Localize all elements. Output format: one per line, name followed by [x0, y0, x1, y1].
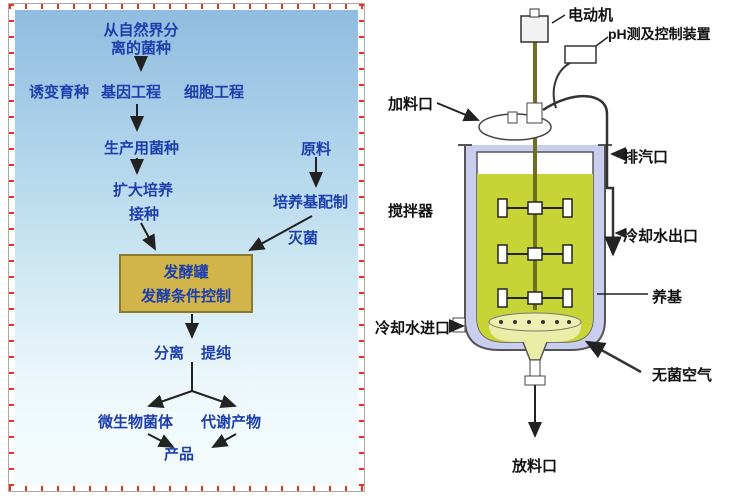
ph-leader-line: [595, 36, 609, 47]
label-motor: 电动机: [568, 7, 614, 24]
fermenter-diagram-panel: 电动机 pH测及控制装置 加料口 排汽口 搅拌器 冷却水出口 养基 冷却水进口 …: [365, 0, 750, 500]
arrow-cells-to-product: [147, 433, 175, 448]
node-product: 产品: [164, 446, 195, 463]
node-medium-preparation: 培养基配制: [273, 194, 349, 211]
shaft-gland: [526, 102, 543, 124]
node-source-line1: 从自然界分: [103, 22, 179, 39]
exhaust-pipe: [542, 95, 622, 257]
arrow-medium-to-fermenter: [248, 215, 313, 251]
lid-feed-port: [507, 111, 518, 124]
label-sterile-air: 无菌空气: [652, 367, 713, 384]
motor-cap: [529, 8, 540, 18]
fermenter-box-line1: 发酵罐: [163, 264, 209, 281]
arrow-to-microbial-cells: [147, 390, 193, 408]
sterile-air-pipe: [584, 340, 642, 374]
fermenter-tank-drawing: [436, 8, 648, 438]
discharge-valve: [524, 375, 546, 386]
flowchart-background: 从自然界分 离的菌种 诱变育种 基因工程 细胞工程 生产用菌种 扩大培养 接种 …: [15, 10, 358, 485]
label-discharge-port: 放料口: [512, 458, 558, 475]
node-expand-culture: 扩大培养: [113, 182, 174, 199]
node-sterilization: 灭菌: [288, 230, 319, 247]
node-purification: 提纯: [201, 345, 232, 362]
node-cell-engineering: 细胞工程: [184, 84, 245, 101]
node-microbial-cells: 微生物菌体: [98, 414, 174, 431]
motor-leader-line: [551, 14, 566, 24]
motor-body: [520, 15, 549, 43]
discharge-pipe: [529, 359, 541, 377]
arrow-inoculation-to-fermenter: [140, 222, 156, 251]
label-ph-device: pH测及控制装置: [608, 26, 711, 42]
sparger-holes: [499, 320, 571, 324]
ruler-ticks-left: [9, 4, 14, 491]
node-raw-material: 原料: [301, 141, 332, 158]
flowchart-arrows: [130, 56, 323, 448]
node-separation: 分离: [154, 345, 185, 362]
node-metabolic-products: 代谢产物: [201, 414, 262, 431]
label-feed-port: 加料口: [388, 96, 434, 113]
node-source-line2: 离的菌种: [110, 40, 171, 57]
impeller-middle: [497, 244, 573, 264]
node-fermenter-box: 发酵罐 发酵条件控制: [119, 254, 253, 313]
node-breeding: 诱变育种: [29, 84, 90, 101]
arrow-metabolites-to-product: [211, 433, 237, 448]
impeller-top: [497, 198, 573, 218]
label-cooling-water-inlet: 冷却水进口: [375, 320, 451, 337]
label-cooling-water-outlet: 冷却水出口: [623, 228, 699, 245]
arrow-to-metabolites: [191, 390, 237, 408]
node-inoculation: 接种: [129, 206, 160, 223]
ph-controller-box: [564, 45, 597, 64]
label-medium: 养基: [652, 289, 683, 306]
label-agitator: 搅拌器: [388, 203, 434, 220]
air-sparger-plate: [488, 312, 582, 332]
ruler-ticks-top: [9, 4, 364, 9]
node-genetic-engineering: 基因工程: [101, 84, 162, 101]
discharge-cone: [522, 341, 548, 361]
feed-port-arrow: [436, 102, 480, 122]
impeller-bottom: [497, 288, 573, 308]
label-exhaust-port: 排汽口: [623, 149, 669, 166]
fermenter-box-line2: 发酵条件控制: [140, 288, 231, 305]
node-production-strain: 生产用菌种: [104, 140, 180, 157]
flowchart-panel: 从自然界分 离的菌种 诱变育种 基因工程 细胞工程 生产用菌种 扩大培养 接种 …: [8, 3, 365, 492]
